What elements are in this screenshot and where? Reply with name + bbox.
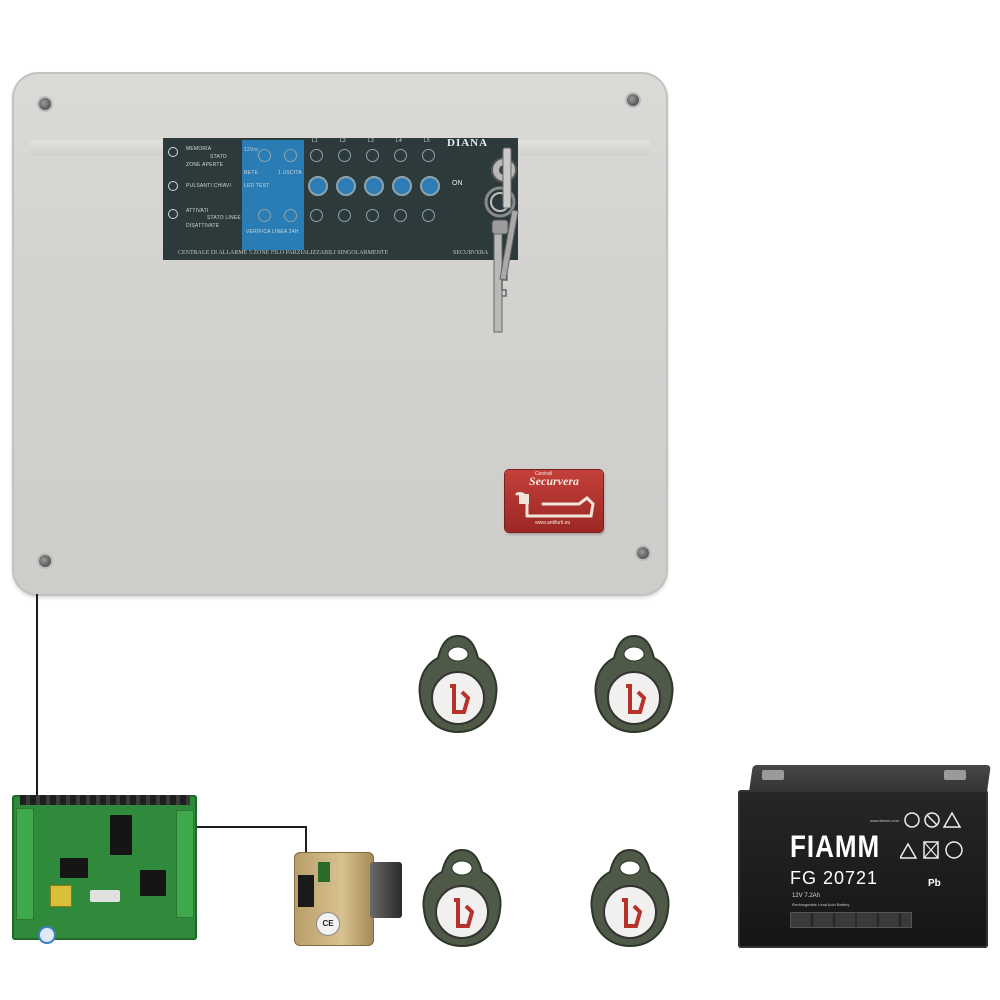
zone-led xyxy=(422,209,435,222)
strip-output: 1 USCITA xyxy=(278,170,302,176)
zone-led xyxy=(422,149,435,162)
logo-url: www.antifurti.eu xyxy=(535,520,571,526)
screw-icon xyxy=(39,98,51,110)
model-name: DIANA xyxy=(447,137,489,149)
led-indicator xyxy=(258,149,271,162)
zone-button[interactable] xyxy=(420,176,440,196)
zone-button[interactable] xyxy=(336,176,356,196)
legend-key-buttons: PULSANTI CHIAVI xyxy=(186,183,232,189)
zone-led xyxy=(310,209,323,222)
rj-plug xyxy=(370,862,402,918)
zone-label: L4 xyxy=(396,138,402,144)
led-symbol-icon xyxy=(168,147,178,157)
ic-chip xyxy=(60,858,88,878)
battery-brand: FIAMM xyxy=(790,828,881,864)
led-indicator xyxy=(284,209,297,222)
zone-led xyxy=(394,209,407,222)
zone-label: L1 xyxy=(312,138,318,144)
legend-open-zones: ZONE APERTE xyxy=(186,162,224,168)
rfid-key-fob xyxy=(422,848,502,948)
left-terminal-block xyxy=(16,808,34,920)
wire xyxy=(196,826,306,828)
cat-logo-icon xyxy=(515,492,595,518)
zone-label: L5 xyxy=(424,138,430,144)
led-indicator xyxy=(258,209,271,222)
legend-deactivated: DISATTIVATE xyxy=(186,223,220,229)
battery-spec-table xyxy=(790,912,912,928)
wire xyxy=(36,594,38,802)
legend-line-state: STATO LINEE xyxy=(207,215,241,221)
zone-led xyxy=(366,209,379,222)
battery-terminal xyxy=(762,770,784,780)
led-window xyxy=(318,862,330,882)
top-connector-pins xyxy=(20,795,190,805)
on-label: ON xyxy=(452,180,463,187)
zone-button[interactable] xyxy=(308,176,328,196)
battery-pb-label: Pb xyxy=(928,878,941,889)
strip-led-test: LED TEST xyxy=(244,183,270,189)
zone-button[interactable] xyxy=(392,176,412,196)
screw-icon xyxy=(627,94,639,106)
screw-icon xyxy=(39,555,51,567)
panel-tagline-brand: SECURVERA xyxy=(453,250,489,256)
logo-brand-name: Securvera xyxy=(529,474,579,488)
battery-warning-icons xyxy=(900,811,963,859)
brand-logo-plate: Centrali Securvera www.antifurti.eu xyxy=(505,470,603,532)
circuit-board xyxy=(12,795,197,940)
led-symbol-icon xyxy=(168,181,178,191)
zone-led xyxy=(310,149,323,162)
zone-led xyxy=(338,149,351,162)
wire xyxy=(305,826,307,860)
relay-component xyxy=(50,885,72,907)
led-indicator xyxy=(284,149,297,162)
logo-small-text: Centrali xyxy=(535,471,553,477)
legend-activated: ATTIVATI xyxy=(186,208,209,214)
rfid-key-fob xyxy=(594,634,674,734)
strip-12vcc: 12Vcc xyxy=(244,147,259,153)
panel-tagline: CENTRALE DI ALLARME 5 ZONE FILO PARZIALI… xyxy=(178,250,389,256)
battery-subspec: Rechargeable Lead Acid Battery xyxy=(792,902,850,907)
zone-led xyxy=(338,209,351,222)
zone-led xyxy=(394,149,407,162)
ic-chip xyxy=(140,870,166,896)
rfid-key-fob xyxy=(590,848,670,948)
zone-button[interactable] xyxy=(364,176,384,196)
component xyxy=(90,890,120,902)
battery-spec: 12V 7.2Ah xyxy=(792,893,821,899)
battery-website: www.fiamm.com xyxy=(870,818,900,823)
led-symbol-icon xyxy=(168,209,178,219)
strip-24h-check: VERIFICA LINEA 24H xyxy=(246,229,299,235)
battery-model: FG 20721 xyxy=(790,868,879,888)
screw-icon xyxy=(637,547,649,559)
strip-mains: RETE xyxy=(244,170,259,176)
zone-label: L3 xyxy=(368,138,374,144)
battery-terminal xyxy=(944,770,966,780)
legend-state: STATO xyxy=(210,154,227,160)
zone-label: L2 xyxy=(340,138,346,144)
connector-port xyxy=(298,875,314,907)
key-switch-icon[interactable] xyxy=(470,140,530,335)
ce-mark: CE xyxy=(316,912,340,936)
right-terminal-block xyxy=(176,810,194,918)
jumper-icon xyxy=(38,926,56,944)
ic-chip xyxy=(110,815,132,855)
zone-led xyxy=(366,149,379,162)
legend-memory: MEMORIA xyxy=(186,146,212,152)
rfid-key-fob xyxy=(418,634,498,734)
